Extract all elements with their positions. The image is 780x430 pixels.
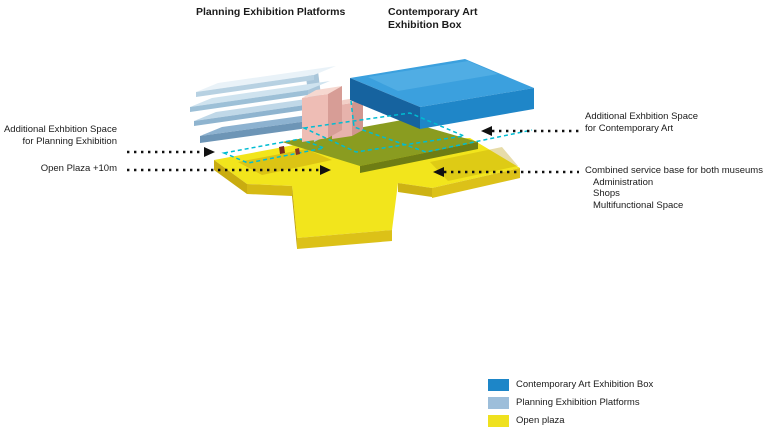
contemporary-box-top-highlight bbox=[368, 61, 498, 91]
annotation-additional-planning-line2: for Planning Exhibition bbox=[22, 135, 117, 147]
legend-label: Planning Exhibition Platforms bbox=[516, 396, 640, 408]
pink-core-box-side bbox=[352, 97, 363, 136]
legend-item: Contemporary Art Exhibition Box bbox=[488, 378, 653, 391]
platform-slab-edge bbox=[200, 121, 308, 143]
pink-core-box-side bbox=[328, 86, 342, 138]
annotation-service-base: Combined service base for both museums A… bbox=[585, 165, 763, 211]
legend-label: Contemporary Art Exhibition Box bbox=[516, 378, 654, 390]
legend: Contemporary Art Exhibition Box Planning… bbox=[488, 378, 653, 430]
platform-slab-edge bbox=[194, 104, 312, 126]
annotation-additional-contemporary: Additional Exhbition Space for Contempor… bbox=[585, 111, 698, 134]
arrow-planning-additional bbox=[127, 147, 215, 157]
platform-slab-edge bbox=[196, 75, 314, 97]
contemporary-box-left-face bbox=[350, 78, 420, 129]
open-plaza-edge bbox=[297, 230, 392, 249]
platform-slab-top bbox=[200, 112, 330, 136]
annotation-additional-planning: Additional Exhbition Space for Planning … bbox=[4, 124, 117, 147]
open-plaza-edge bbox=[214, 160, 247, 194]
pink-core-box-front bbox=[302, 94, 328, 142]
annotation-additional-planning-line1: Additional Exhbition Space bbox=[3, 124, 117, 135]
contemporary-box-front-face bbox=[420, 88, 534, 129]
legend-swatch-contemporary bbox=[488, 378, 509, 391]
arrow-service-base bbox=[433, 167, 579, 177]
legend-label: Open plaza bbox=[516, 414, 565, 426]
open-plaza-edge bbox=[292, 186, 297, 248]
annotation-open-plaza-text: Open Plaza +10m bbox=[40, 163, 117, 174]
plaza-shadow bbox=[238, 149, 332, 175]
legend-item: Open plaza bbox=[488, 414, 653, 427]
legend-item: Planning Exhibition Platforms bbox=[488, 396, 653, 409]
dashed-projection-green bbox=[301, 112, 467, 153]
platform-slab-top bbox=[190, 81, 330, 107]
annotation-additional-contemporary-line2: for Contemporary Art bbox=[585, 122, 674, 134]
open-plaza-edge bbox=[247, 184, 292, 196]
platform-slab-edge bbox=[190, 90, 308, 112]
arrow-contemporary-additional bbox=[481, 126, 579, 136]
pink-core-box-top bbox=[302, 86, 342, 98]
open-plaza-edge bbox=[432, 168, 520, 198]
platform-slab-top bbox=[194, 95, 334, 121]
legend-swatch-plaza bbox=[488, 414, 509, 427]
dashed-projection-left bbox=[221, 138, 327, 164]
dashed-projection-bluebox bbox=[350, 100, 533, 153]
label-planning-platforms-text: Planning Exhibition Platforms bbox=[196, 6, 346, 18]
platform-slab-top bbox=[196, 66, 336, 92]
service-base-roof-shape bbox=[282, 120, 478, 166]
label-planning-platforms: Planning Exhibition Platforms bbox=[196, 6, 345, 19]
open-plaza-edge bbox=[398, 183, 432, 197]
annotation-additional-contemporary-line1: Additional Exhbition Space bbox=[585, 111, 699, 122]
red-entry-element bbox=[295, 148, 300, 155]
annotation-open-plaza: Open Plaza +10m bbox=[41, 163, 117, 175]
red-entry-element bbox=[279, 146, 285, 154]
label-contemporary-box: Contemporary Art Exhibition Box bbox=[388, 6, 477, 31]
label-contemporary-line2: Exhibition Box bbox=[388, 18, 462, 31]
annotation-service-item: Shops bbox=[593, 188, 620, 199]
service-base-roof-edge bbox=[360, 142, 478, 173]
label-contemporary-line1: Contemporary Art bbox=[388, 6, 478, 18]
annotation-service-base-title: Combined service base for both museums bbox=[585, 165, 763, 176]
arrow-open-plaza bbox=[127, 165, 331, 175]
annotation-service-item: Multifunctional Space bbox=[593, 199, 684, 211]
legend-swatch-planning bbox=[488, 396, 509, 409]
annotation-service-item: Administration bbox=[593, 176, 654, 188]
